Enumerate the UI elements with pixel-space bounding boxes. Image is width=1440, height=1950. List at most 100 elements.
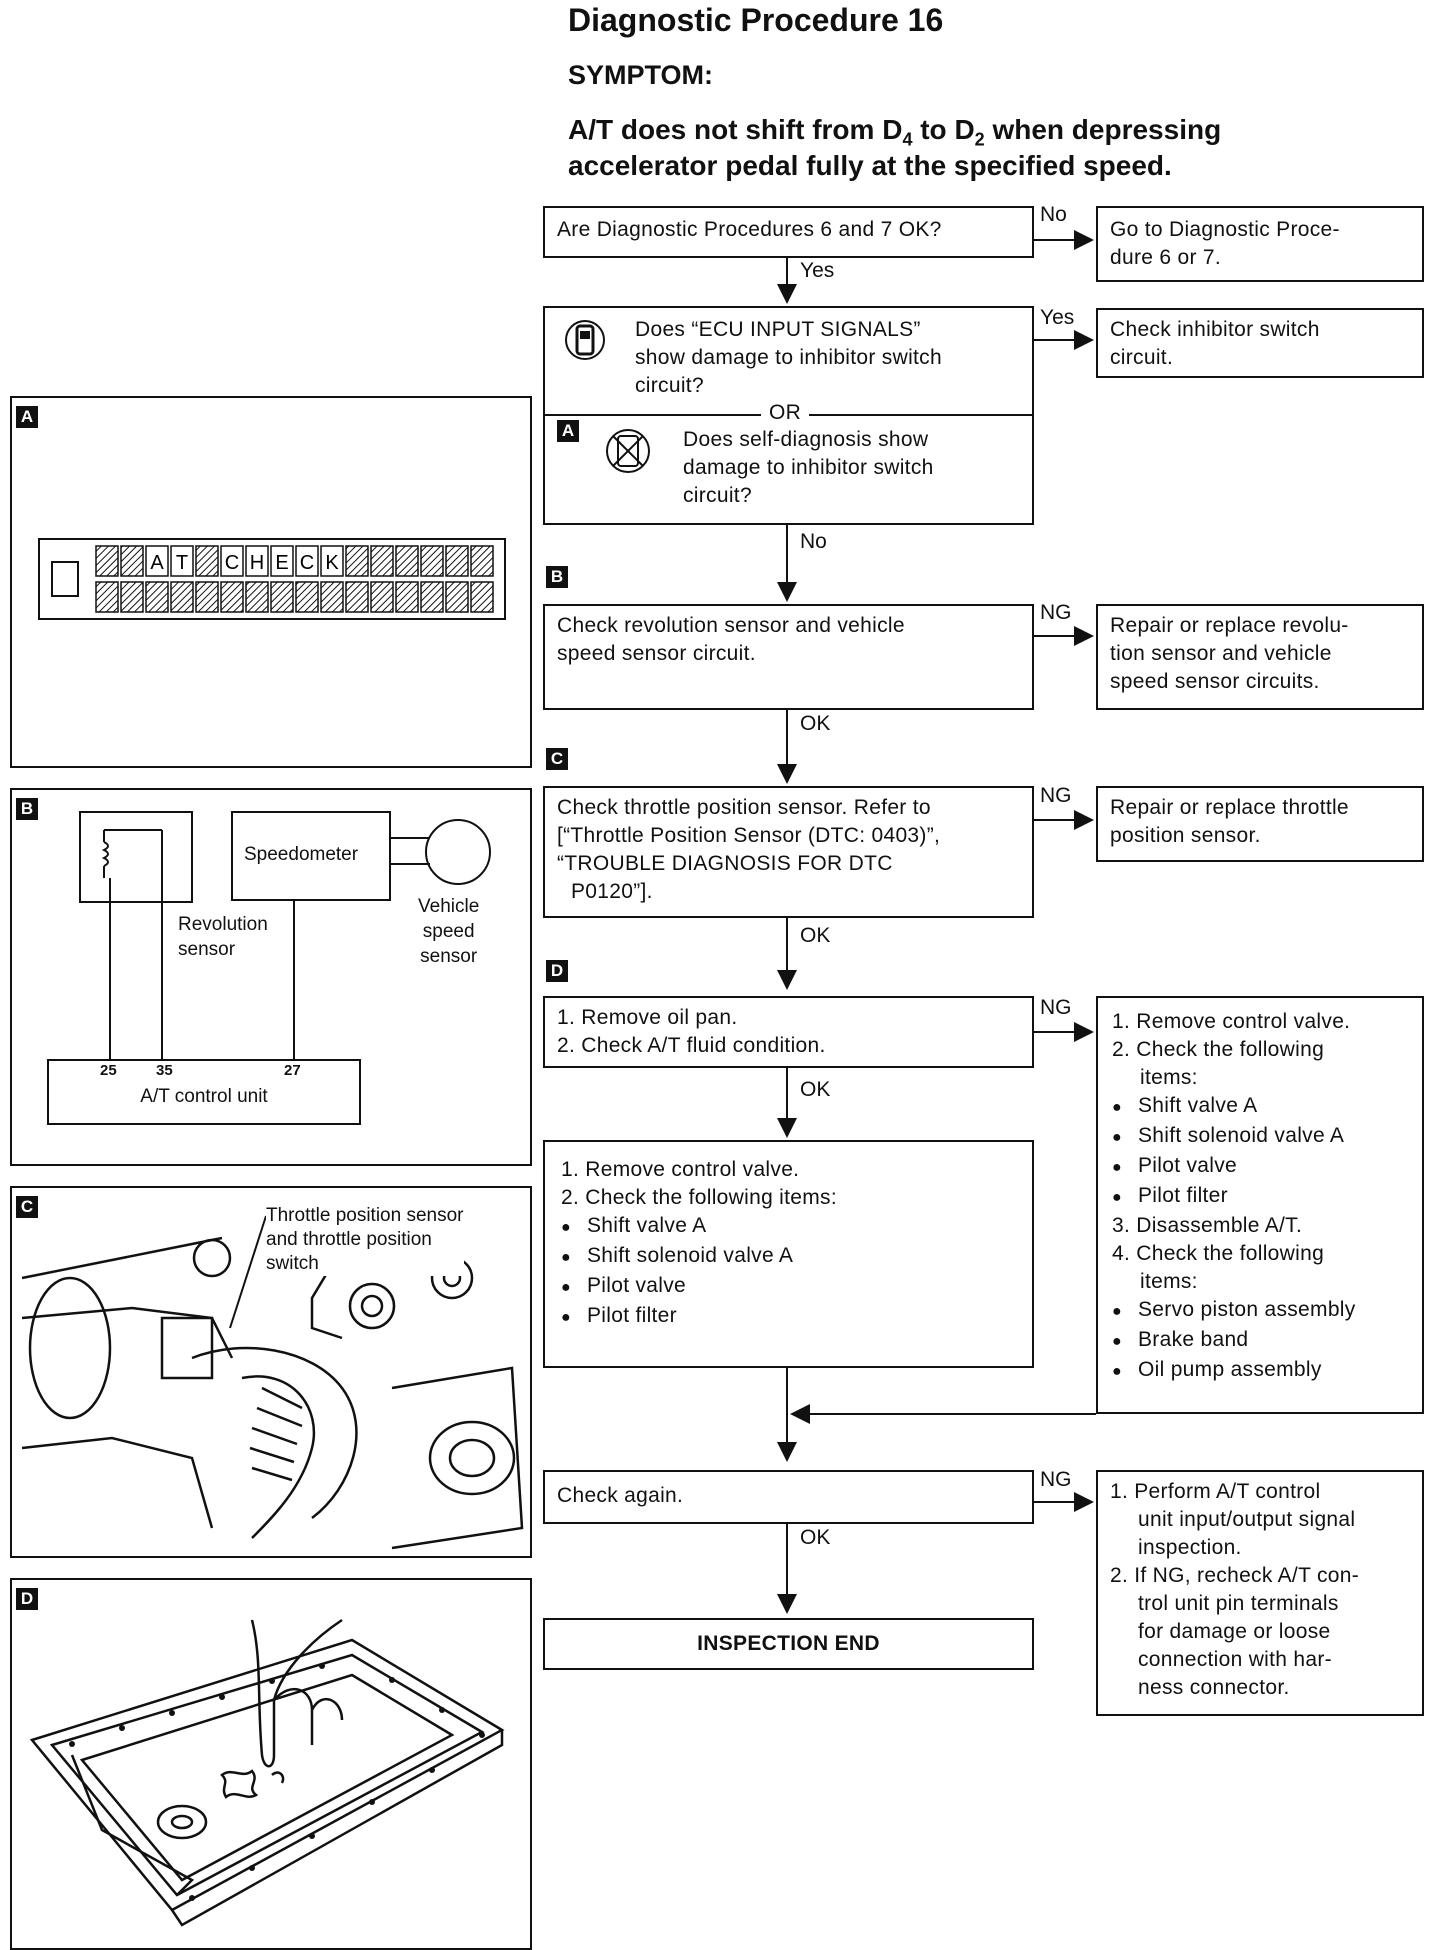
panel-d-oil-pan-illustration: D xyxy=(10,1578,532,1950)
display-blank-cell xyxy=(470,545,494,577)
action-line: ness connector. xyxy=(1138,1676,1290,1699)
display-blank-cell xyxy=(445,581,469,613)
action-line: circuit. xyxy=(1110,346,1174,369)
list-item: Shift solenoid valve A xyxy=(1112,1122,1408,1152)
action-repair-revolution-sensor: Repair or replace revolu- tion sensor an… xyxy=(1096,604,1424,710)
vehicle-speed-sensor-label: Vehicle speed sensor xyxy=(418,894,479,969)
action-line: unit input/output signal xyxy=(1138,1508,1356,1531)
tag-c: C xyxy=(16,1196,38,1218)
action-line: tion sensor and vehicle xyxy=(1110,642,1332,665)
oil-pan-illustration xyxy=(29,1618,505,1927)
display-letter: E xyxy=(275,552,288,574)
label-line: speed xyxy=(422,921,475,942)
display-blank-cell xyxy=(95,581,119,613)
question-line: circuit? xyxy=(683,484,752,507)
check-throttle-position-sensor: Check throttle position sensor. Refer to… xyxy=(543,786,1034,918)
display-letter-cell xyxy=(270,545,294,577)
no-label: No xyxy=(1040,203,1067,226)
ng-label: NG xyxy=(1040,784,1072,807)
check-line: Check revolution sensor and vehicle xyxy=(557,614,905,637)
list-item: Shift valve A xyxy=(1112,1092,1408,1122)
check-line: P0120”]. xyxy=(571,880,653,903)
label-line: switch xyxy=(266,1253,319,1274)
display-letter-cell xyxy=(220,545,244,577)
page-title: Diagnostic Procedure 16 xyxy=(568,2,944,38)
circuit-diagram xyxy=(47,811,491,1125)
self-diagnosis-icon xyxy=(606,429,650,473)
ng-label: NG xyxy=(1040,1468,1072,1491)
display-letter-cell xyxy=(320,545,344,577)
list-item: 4. Check the following xyxy=(1112,1242,1325,1265)
ng-label: NG xyxy=(1040,996,1072,1019)
list-item: Brake band xyxy=(1112,1326,1408,1356)
check-line: 1. Remove oil pan. xyxy=(557,1006,738,1029)
tag-c: C xyxy=(546,748,568,770)
action-line: 1. Perform A/T control xyxy=(1110,1480,1321,1503)
action-line: connection with har- xyxy=(1138,1648,1332,1671)
display-blank-cell xyxy=(295,581,319,613)
display-blank-cell xyxy=(320,581,344,613)
display-letter: H xyxy=(250,552,264,574)
display-blank-cell xyxy=(395,545,419,577)
check-line: speed sensor circuit. xyxy=(557,642,756,665)
display-letter-cell xyxy=(245,545,269,577)
question-line: show damage to inhibitor switch xyxy=(635,346,942,369)
throttle-position-sensor-label: Throttle position sensor and throttle po… xyxy=(266,1204,464,1276)
question-text: Are Diagnostic Procedures 6 and 7 OK? xyxy=(557,218,942,241)
action-go-to-procedure: Go to Diagnostic Proce- dure 6 or 7. xyxy=(1096,206,1424,282)
action-line: inspection. xyxy=(1138,1536,1242,1559)
question-procedures-ok: Are Diagnostic Procedures 6 and 7 OK? xyxy=(543,206,1034,258)
ok-label: OK xyxy=(800,924,831,947)
display-letter: C xyxy=(225,552,239,574)
display-blank-cell xyxy=(445,545,469,577)
no-label: No xyxy=(800,530,827,553)
display-blank-cell xyxy=(195,545,219,577)
list-item: 3. Disassemble A/T. xyxy=(1112,1214,1303,1237)
label-line: Revolution xyxy=(178,914,268,935)
action-line: speed sensor circuits. xyxy=(1110,670,1320,693)
check-line: Check throttle position sensor. Refer to xyxy=(557,796,931,819)
control-unit-label: A/T control unit xyxy=(140,1086,268,1107)
list-item: 1. Remove control valve. xyxy=(561,1158,800,1181)
display-blank-cell xyxy=(120,581,144,613)
display-blank-cell xyxy=(345,581,369,613)
question-line: Does “ECU INPUT SIGNALS” xyxy=(635,318,921,341)
symptom-line-1: A/T does not shift from D4 to D2 when de… xyxy=(568,114,1222,150)
pin-25: 25 xyxy=(100,1062,117,1079)
list-item: 2. Check the following items: xyxy=(561,1186,837,1209)
display-letter: K xyxy=(325,552,339,574)
check-again: Check again. xyxy=(543,1470,1034,1524)
inspection-end: INSPECTION END xyxy=(543,1618,1034,1670)
check-revolution-sensor: Check revolution sensor and vehicle spee… xyxy=(543,604,1034,710)
tag-a: A xyxy=(557,420,579,442)
display-blank-cell xyxy=(395,581,419,613)
label-line: and throttle position xyxy=(266,1229,432,1250)
question-inhibitor-switch: Does “ECU INPUT SIGNALS” show damage to … xyxy=(543,306,1034,525)
check-line: [“Throttle Position Sensor (DTC: 0403)”, xyxy=(557,824,941,847)
display-letter-cell xyxy=(145,545,169,577)
end-text: INSPECTION END xyxy=(697,1632,880,1655)
tag-b: B xyxy=(16,798,38,820)
action-list: 1. Remove control valve. 2. Check the fol… xyxy=(545,1142,1032,1346)
tag-d: D xyxy=(16,1588,38,1610)
panel-c-engine-illustration: C Throttle position sensor and throttle … xyxy=(10,1186,532,1558)
action-line: Go to Diagnostic Proce- xyxy=(1110,218,1340,241)
symptom-label: SYMPTOM: xyxy=(568,60,714,90)
display-blank-cell xyxy=(270,581,294,613)
symptom-line-2: accelerator pedal fully at the specified… xyxy=(568,150,1172,181)
action-remove-control-valve-disassemble: 1. Remove control valve.2. Check the fol… xyxy=(1096,996,1424,1414)
action-line: for damage or loose xyxy=(1138,1620,1331,1643)
display-blank-cell xyxy=(145,581,169,613)
action-line: Repair or replace throttle xyxy=(1110,796,1349,819)
label-line: sensor xyxy=(420,946,478,967)
action-line: dure 6 or 7. xyxy=(1110,246,1221,269)
tag-a: A xyxy=(16,406,38,428)
check-line: “TROUBLE DIAGNOSIS FOR DTC xyxy=(557,852,893,875)
action-check-inhibitor: Check inhibitor switch circuit. xyxy=(1096,308,1424,378)
speedometer-label: Speedometer xyxy=(244,844,359,865)
panel-b-circuit: B Speedometer Revolution sensor Vehicle … xyxy=(10,788,532,1166)
check-fluid-condition: 1. Remove oil pan. 2. Check A/T fluid co… xyxy=(543,996,1034,1068)
action-line: Repair or replace revolu- xyxy=(1110,614,1349,637)
action-line: trol unit pin terminals xyxy=(1138,1592,1339,1615)
